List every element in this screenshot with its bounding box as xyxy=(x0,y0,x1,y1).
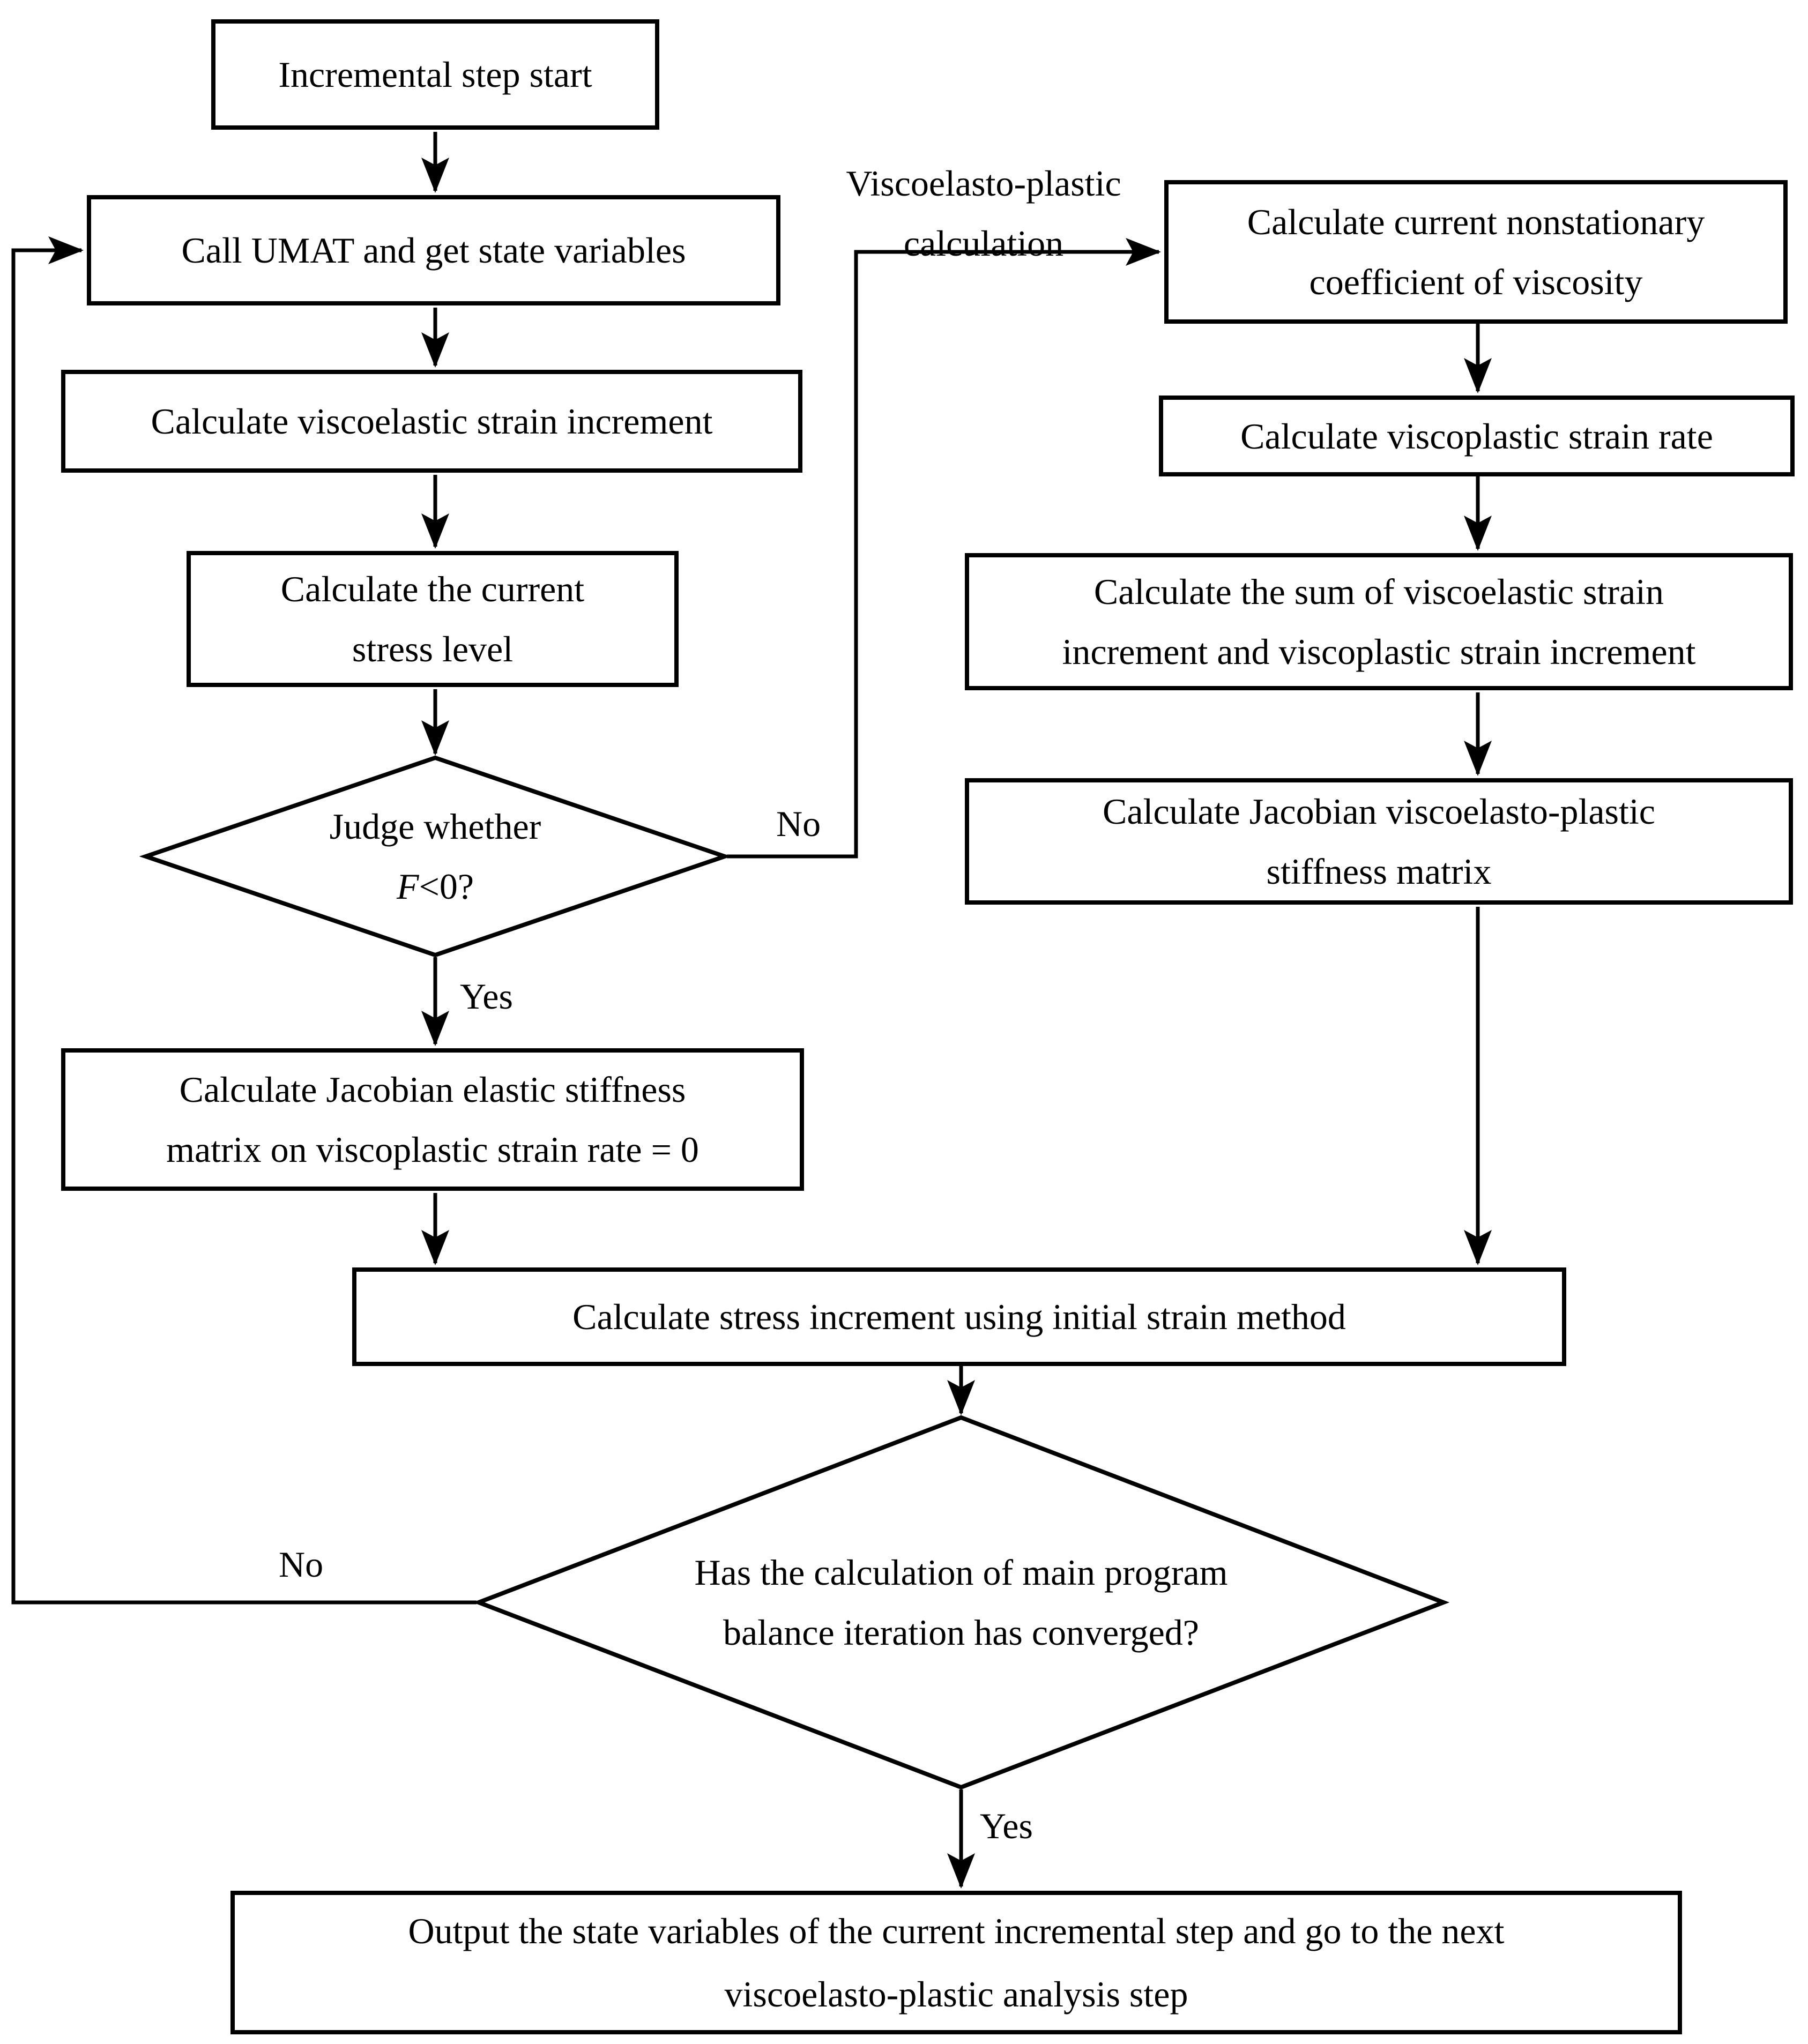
converged-yes-label: Yes xyxy=(980,1806,1033,1846)
node-label-line1: Calculate Jacobian elastic stiffness xyxy=(179,1069,686,1110)
arrow-converged-no-to-callumat xyxy=(11,236,477,1605)
judge-decision-diamond xyxy=(139,755,732,958)
node-label: Call UMAT and get state variables xyxy=(181,230,686,271)
node-label: Calculate viscoelastic strain increment xyxy=(151,401,713,442)
converged-decision-diamond xyxy=(472,1415,1450,1790)
node-label-line2: matrix on viscoplastic strain rate = 0 xyxy=(166,1129,699,1170)
node-label-line1: Calculate current nonstationary xyxy=(1247,202,1705,242)
node-stress-increment-initial-strain: Calculate stress increment using initial… xyxy=(352,1267,1566,1366)
node-nonstationary-viscosity: Calculate current nonstationary coeffici… xyxy=(1164,180,1788,324)
node-label-line2: stress level xyxy=(352,629,514,669)
node-viscoelastic-strain-increment: Calculate viscoelastic strain increment xyxy=(61,370,802,473)
arrow-judge-no-to-nonstationary xyxy=(727,238,1161,859)
node-label-line2: viscoelasto-plastic analysis step xyxy=(724,1974,1188,2015)
node-label-line1: Calculate Jacobian viscoelasto-plastic xyxy=(1103,791,1655,832)
node-label-line1: Calculate the current xyxy=(280,569,585,609)
judge-yes-label: Yes xyxy=(460,976,513,1017)
node-call-umat: Call UMAT and get state variables xyxy=(87,195,780,305)
node-label-line1: Calculate the sum of viscoelastic strain xyxy=(1093,571,1664,612)
node-label-line2: increment and viscoplastic strain increm… xyxy=(1062,631,1696,672)
converged-no-label: No xyxy=(279,1544,324,1585)
node-jacobian-elastic-stiffness: Calculate Jacobian elastic stiffness mat… xyxy=(61,1048,804,1191)
node-viscoplastic-strain-rate: Calculate viscoplastic strain rate xyxy=(1159,396,1795,476)
judge-no-label: No xyxy=(776,803,821,844)
node-label-line2: coefficient of viscosity xyxy=(1309,262,1643,302)
node-sum-strain-increments: Calculate the sum of viscoelastic strain… xyxy=(965,553,1793,690)
node-output-state-variables: Output the state variables of the curren… xyxy=(230,1891,1682,2034)
node-current-stress-level: Calculate the current stress level xyxy=(187,551,679,687)
node-label: Calculate stress increment using initial… xyxy=(572,1296,1346,1337)
node-incremental-step-start: Incremental step start xyxy=(211,19,659,130)
node-label-line2: stiffness matrix xyxy=(1266,851,1492,892)
node-label: Incremental step start xyxy=(278,54,592,95)
node-label: Calculate viscoplastic strain rate xyxy=(1240,415,1713,457)
node-jacobian-viscoelastoplastic-stiffness: Calculate Jacobian viscoelasto-plastic s… xyxy=(965,778,1793,905)
node-label-line1: Output the state variables of the curren… xyxy=(408,1911,1505,1951)
